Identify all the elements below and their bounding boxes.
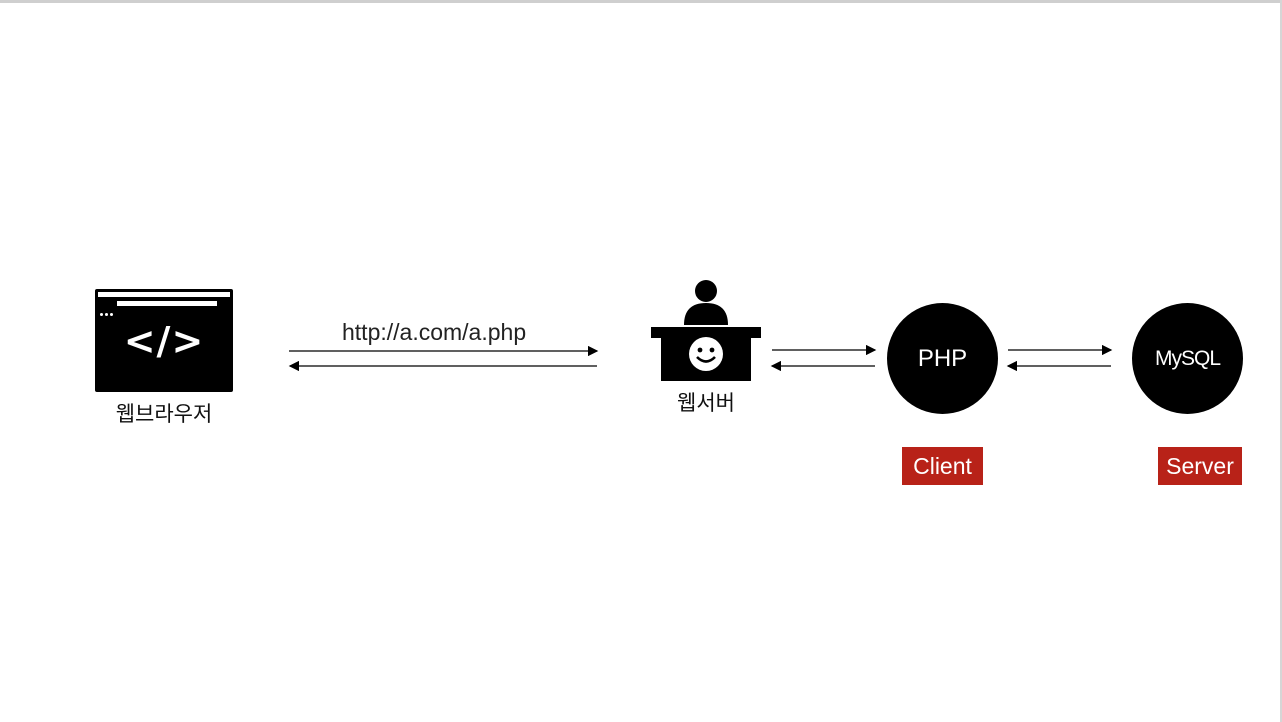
- window-title-bar: [98, 292, 230, 297]
- right-border: [1280, 0, 1282, 722]
- code-symbol: </>: [123, 319, 205, 363]
- mysql-label: MySQL: [1154, 346, 1221, 370]
- code-window-icon: </>: [95, 289, 233, 392]
- request-url: http://a.com/a.php: [342, 319, 527, 345]
- server-tag: Server: [1158, 447, 1242, 485]
- client-tag-label: Client: [913, 452, 972, 479]
- client-tag: Client: [902, 447, 983, 485]
- server-tag-label: Server: [1166, 452, 1234, 479]
- top-border: [0, 0, 1282, 3]
- mysql-node: MySQL: [1132, 303, 1243, 414]
- nav-buttons: [100, 301, 116, 316]
- address-bar: [117, 301, 217, 306]
- php-node: PHP: [887, 303, 998, 414]
- webserver-label: 웹서버: [677, 391, 735, 415]
- receptionist-desk-icon: [651, 280, 761, 381]
- php-label: PHP: [917, 344, 968, 372]
- browser-label: 웹브라우저: [115, 402, 213, 426]
